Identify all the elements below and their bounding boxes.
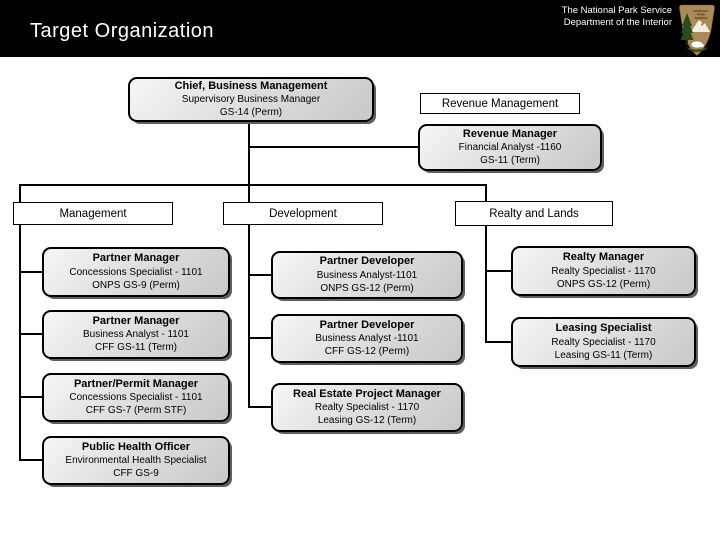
org-box-realty-manager: Realty Manager Realty Specialist - 1170 … [511,246,696,296]
org-box-subtitle: Supervisory Business Manager [181,94,321,106]
connector-stub [485,270,511,272]
org-box-title: Partner Developer [319,255,415,268]
connector-main-horizontal [19,184,487,186]
connector-stub [19,333,42,335]
connector-development-vertical [248,184,250,408]
org-box-subtitle: Business Analyst - 1101 [83,329,189,341]
org-box-subtitle: Financial Analyst -1160 [458,142,562,154]
org-box-grade: CFF GS-12 (Perm) [324,346,410,358]
agency-name-line1: The National Park Service [561,5,672,16]
column-label-development: Development [223,202,383,225]
connector-stub [19,396,42,398]
org-box-subtitle: Environmental Health Specialist [65,455,207,467]
org-box-grade: GS-11 (Term) [480,155,540,167]
org-box-title: Leasing Specialist [555,322,652,335]
org-box-title: Realty Manager [562,251,645,264]
connector-stub [19,459,42,461]
org-box-title: Partner/Permit Manager [73,377,199,390]
org-box-partner-permit-manager: Partner/Permit Manager Concessions Speci… [42,373,230,422]
connector-realty-vertical [485,184,487,343]
org-box-title: Partner Manager [92,252,180,265]
connector-management-vertical [19,184,21,461]
org-box-title: Revenue Manager [462,127,558,140]
org-box-subtitle: Concessions Specialist - 1101 [69,392,203,404]
connector-stub [485,341,511,343]
connector-stub [248,274,271,276]
nps-arrowhead-logo: NATIONAL PARK SERVICE [679,4,715,56]
org-box-grade: CFF GS-11 (Term) [94,342,178,354]
org-box-grade: Leasing GS-11 (Term) [554,349,653,361]
org-box-grade: CFF GS-7 (Perm STF) [85,405,187,417]
org-box-title: Chief, Business Management [174,79,328,92]
connector-root-vertical [248,121,250,186]
column-label-realty-and-lands: Realty and Lands [455,201,613,226]
org-box-grade: ONPS GS-9 (Perm) [92,279,180,291]
org-box-subtitle: Realty Specialist - 1170 [551,265,656,277]
org-box-title: Partner Manager [92,314,180,327]
org-box-partner-manager-2: Partner Manager Business Analyst - 1101 … [42,310,230,359]
agency-name: The National Park Service Department of … [562,5,672,28]
org-box-subtitle: Realty Specialist - 1170 [314,402,420,414]
org-box-partner-developer-2: Partner Developer Business Analyst -1101… [271,314,463,363]
org-box-grade: CFF GS-9 [113,468,159,480]
org-box-grade: ONPS GS-12 (Perm) [556,278,651,290]
org-box-title: Real Estate Project Manager [293,387,441,400]
org-box-grade: Leasing GS-12 (Term) [317,415,417,427]
org-box-subtitle: Realty Specialist - 1170 [551,336,656,348]
org-box-subtitle: Business Analyst-1101 [316,269,418,281]
connector-stub [248,406,271,408]
org-box-real-estate-project-manager: Real Estate Project Manager Realty Speci… [271,383,463,432]
org-box-grade: ONPS GS-12 (Perm) [320,282,414,294]
org-box-grade: GS-14 (Perm) [219,107,283,119]
connector-stub [248,337,271,339]
header-bar: Target Organization The National Park Se… [0,0,720,57]
org-box-public-health-officer: Public Health Officer Environmental Heal… [42,436,230,485]
svg-text:NATIONAL: NATIONAL [693,9,708,13]
agency-name-line2: Department of the Interior [563,16,672,28]
org-box-subtitle: Concessions Specialist - 1101 [69,266,203,278]
org-box-subtitle: Business Analyst -1101 [315,333,419,345]
org-box-chief-business-management: Chief, Business Management Supervisory B… [128,77,374,122]
svg-text:PARK: PARK [697,12,706,16]
label-revenue-management: Revenue Management [420,93,580,114]
org-box-partner-manager-1: Partner Manager Concessions Specialist -… [42,247,230,297]
org-box-title: Partner Developer [319,318,415,331]
org-box-leasing-specialist: Leasing Specialist Realty Specialist - 1… [511,317,696,367]
org-box-partner-developer-1: Partner Developer Business Analyst-1101 … [271,251,463,299]
column-label-management: Management [13,202,173,225]
org-box-revenue-manager: Revenue Manager Financial Analyst -1160 … [418,124,602,171]
org-box-title: Public Health Officer [81,440,191,453]
slide-title: Target Organization [30,20,215,42]
connector-stub [19,271,42,273]
connector-revenue-horizontal [249,146,418,148]
svg-text:SERVICE: SERVICE [694,16,707,20]
